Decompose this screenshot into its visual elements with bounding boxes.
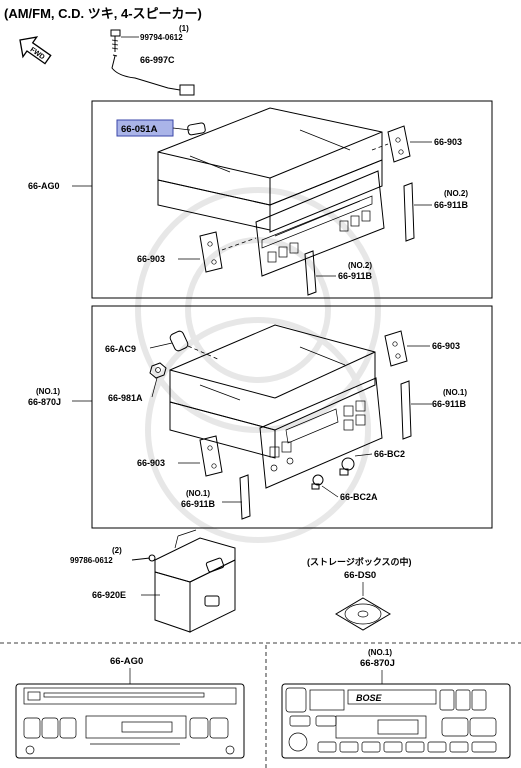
lamp-66-051A [187,122,206,136]
label-66-DS0: 66-DS0 [344,570,376,581]
fwd-label: FWD [29,46,46,61]
fwd-arrow-icon: FWD [19,36,52,65]
knob-66-BC2A [311,474,324,490]
label-66-903-c: 66-903 [432,341,460,351]
bracket-66-903-b [199,231,257,273]
label-66-903-b: 66-903 [137,254,165,264]
qual-66-870J: (NO.1) [36,387,60,396]
qual-66-911B-d: (NO.1) [186,489,210,498]
label-66-AC9: 66-AC9 [105,344,136,354]
nut-66-981A [149,362,167,379]
harness-part-number: 66-997C [140,55,175,65]
amplifier-66-920E [154,529,236,633]
label-66-911B-d: 66-911B [181,499,216,509]
qual-66-911B-b: (NO.2) [348,261,372,270]
label-66-BC2: 66-BC2 [374,449,405,459]
strip-66-911B-d [239,474,251,520]
label-66-BC2A: 66-BC2A [340,492,378,502]
front-view-66-870J: BOSE [281,683,511,759]
qual-66-911B-a: (NO.2) [444,189,468,198]
cd-player-unit-870j [169,324,383,489]
label-66-AG0: 66-AG0 [28,181,60,191]
label-66-911B-a: 66-911B [434,200,469,210]
label-66-920E: 66-920E [92,590,126,600]
storage-box-note: (ストレージボックスの中) [307,556,412,567]
disc-66-DS0 [335,597,391,631]
bracket-66-903-d [199,435,223,477]
assembly-box-ag0 [91,100,493,299]
harness-66-997C [111,54,195,96]
bolt-quantity: (1) [179,24,189,33]
view-title-right: 66-870J [360,658,395,669]
strip-66-911B-c [400,380,412,440]
diagram-title: (AM/FM, C.D. ツキ, 4-スピーカー) [4,6,202,21]
strip-66-911B-b [304,250,317,296]
bolt-part-number: 99794-0612 [140,33,183,42]
label-66-870J: 66-870J [28,397,61,407]
assembly-box-870j [91,305,493,529]
view-qual-right: (NO.1) [368,648,392,657]
cd-player-unit-ag0 [157,107,385,277]
label-66-903-a: 66-903 [434,137,462,147]
knob-66-BC2 [339,457,355,476]
label-66-903-d: 66-903 [137,458,165,468]
bolt-99794-0612 [110,29,121,52]
bushing-66-AC9 [169,330,221,361]
strip-66-911B-a [403,182,415,242]
label-66-911B-b: 66-911B [338,271,373,281]
label-66-911B-c: 66-911B [432,399,467,409]
label-66-981A: 66-981A [108,393,143,403]
screw-quantity: (2) [112,546,122,555]
qual-66-911B-c: (NO.1) [443,388,467,397]
bracket-66-903-c [384,330,408,367]
label-66-051A[interactable]: 66-051A [121,124,158,135]
bose-logo: BOSE [356,693,383,703]
front-view-66-AG0 [15,683,245,759]
bracket-66-903-a [371,125,411,163]
screw-part-number: 99786-0612 [70,556,113,565]
view-title-left: 66-AG0 [110,656,143,667]
screw-99786-0612 [131,554,156,562]
